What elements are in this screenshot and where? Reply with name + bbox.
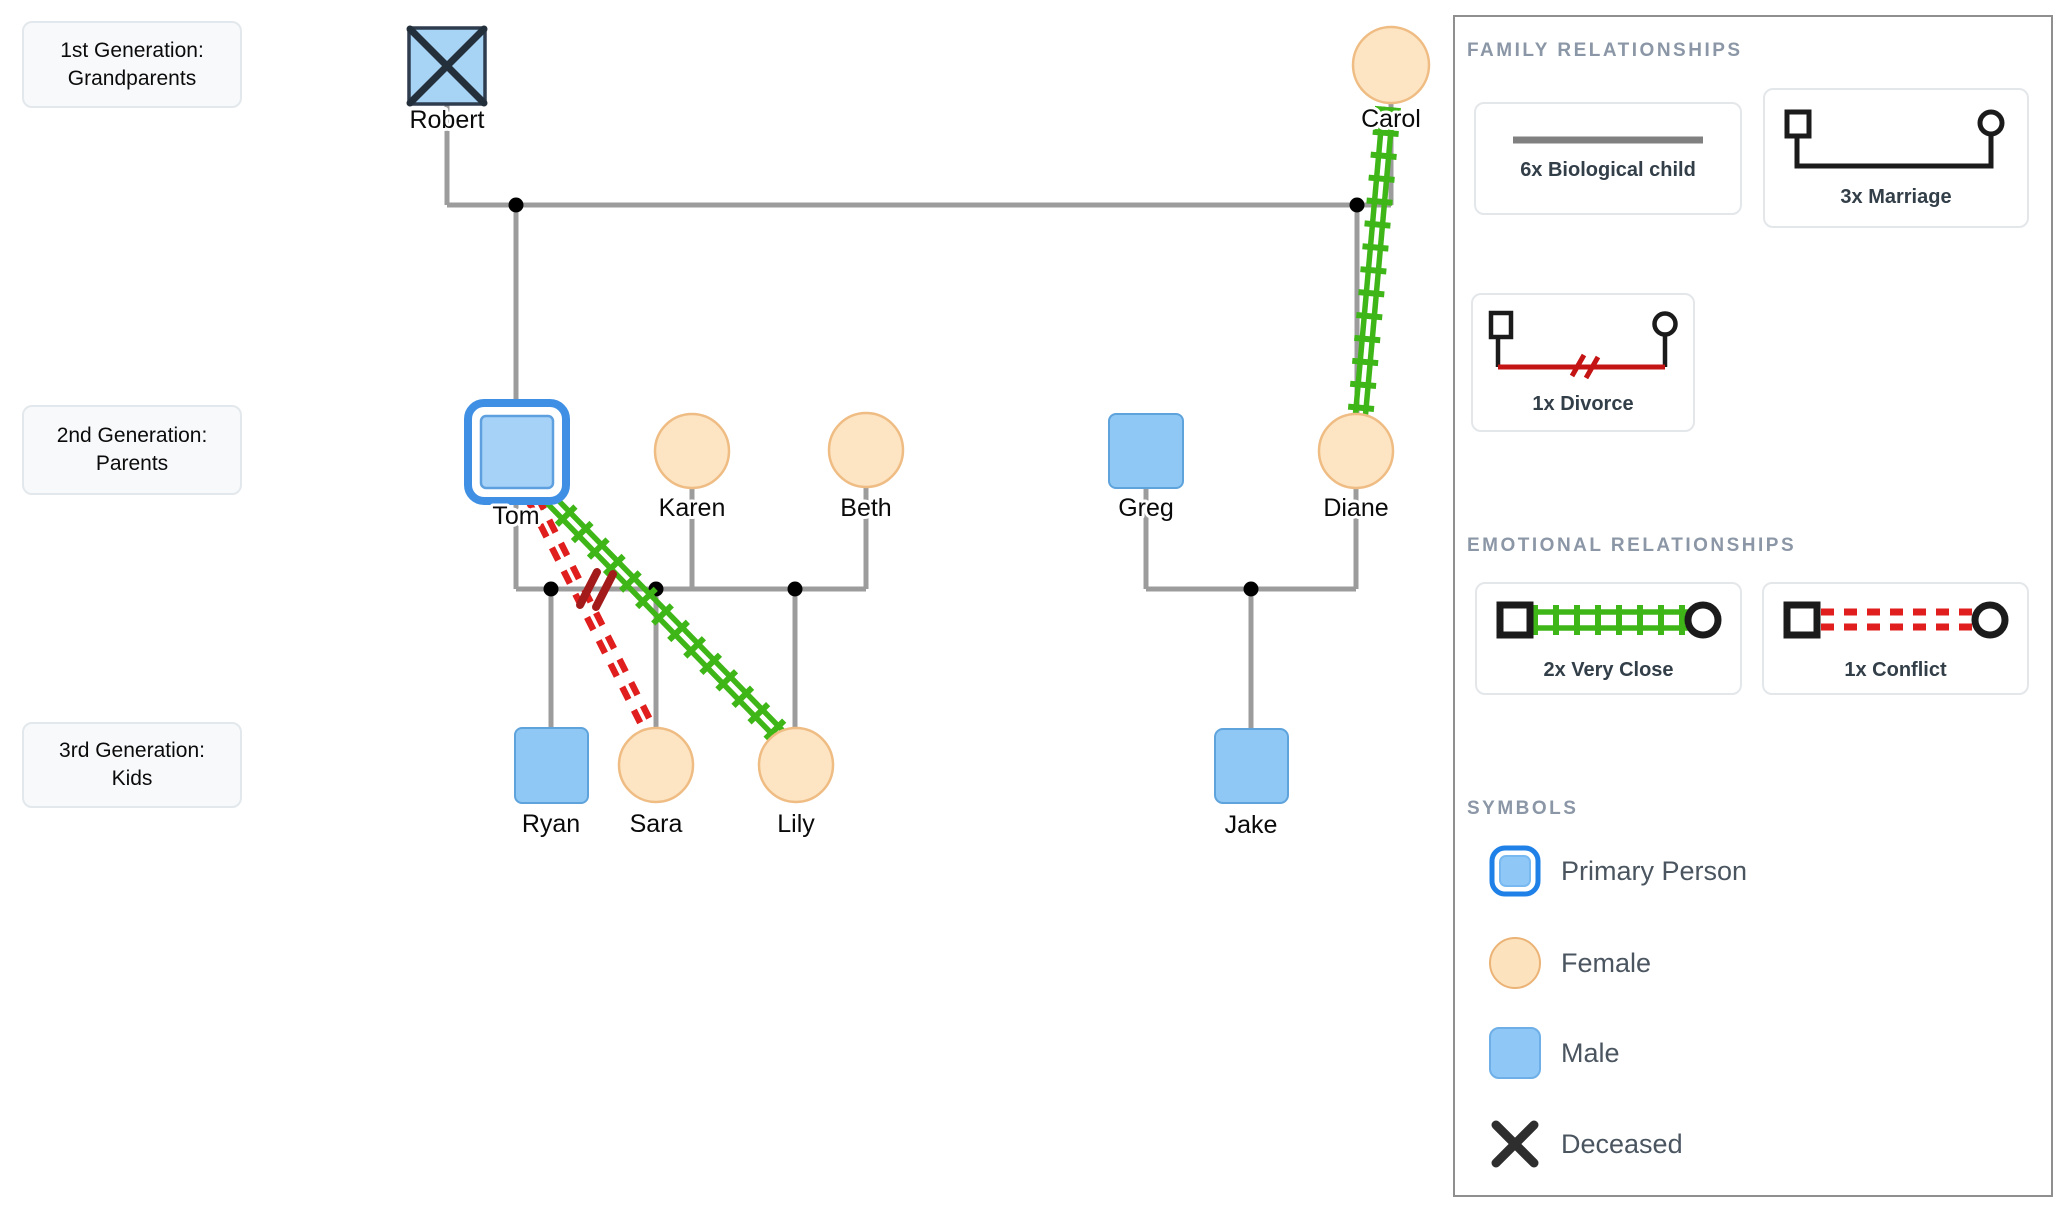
divorce-marker-tom-karen [576, 568, 617, 611]
biological-child-lines [444, 103, 1394, 730]
person-label: Beth [840, 494, 891, 522]
symbol-row-deceased: Deceased [1488, 1117, 1683, 1171]
person-node-greg[interactable] [1108, 413, 1184, 489]
conflict-line-icon [1783, 601, 2008, 639]
person-node-jake[interactable] [1214, 728, 1289, 804]
person-node-sara[interactable] [617, 726, 695, 804]
person-label: Karen [659, 494, 726, 522]
person-node-beth[interactable] [827, 411, 905, 489]
symbol-label: Deceased [1561, 1128, 1683, 1159]
person-node-diane[interactable] [1317, 412, 1395, 490]
marriage-line-icon [1784, 109, 2005, 168]
generation-label-line: 1st Generation: [60, 38, 204, 62]
symbol-row-male: Male [1488, 1026, 1620, 1080]
legend-card-conflict: 1x Conflict [1762, 582, 2029, 695]
person-label: Diane [1323, 494, 1388, 522]
very-close-line-tom-lily [538, 487, 792, 747]
person-node-lily[interactable] [757, 726, 835, 804]
generation-label-line: Grandparents [67, 66, 197, 90]
person-label: Tom [492, 502, 539, 530]
person-label: Carol [1361, 105, 1421, 133]
symbol-label: Female [1561, 947, 1652, 978]
legend-card-label: 2x Very Close [1543, 659, 1674, 681]
symbol-row-primary-person: Primary Person [1488, 844, 1747, 898]
person-node-tom[interactable] [464, 399, 570, 505]
generation-label-line: 3rd Generation: [59, 739, 205, 763]
generation-label-3: 3rd Generation: Kids [22, 722, 242, 808]
legend-card-marriage: 3x Marriage [1763, 88, 2029, 228]
legend-card-very-close: 2x Very Close [1475, 582, 1742, 695]
legend-card-biological-child: 6x Biological child [1474, 102, 1742, 215]
legend-panel: FAMILY RELATIONSHIPS 6x Biological child… [1453, 15, 2053, 1197]
generation-label-line: Parents [95, 452, 169, 475]
person-label: Sara [630, 810, 683, 838]
legend-card-label: 6x Biological child [1520, 159, 1696, 181]
person-label: Ryan [522, 810, 580, 838]
junction-dots [508, 197, 1365, 597]
male-icon [1489, 1027, 1541, 1079]
person-node-karen[interactable] [653, 412, 731, 490]
generation-label-line: Kids [111, 767, 153, 790]
deceased-x-icon [406, 25, 488, 107]
generation-label-2: 2nd Generation: Parents [22, 405, 242, 495]
generation-label-1: 1st Generation: Grandparents [22, 21, 242, 108]
very-close-line-carol-diane [1347, 105, 1401, 422]
person-node-robert[interactable] [406, 25, 488, 107]
person-label: Jake [1225, 811, 1278, 839]
emotional-relationships-header: EMOTIONAL RELATIONSHIPS [1467, 535, 1797, 556]
person-label: Robert [409, 106, 484, 134]
female-icon [1489, 937, 1541, 989]
legend-card-divorce: 1x Divorce [1471, 293, 1695, 432]
person-node-carol[interactable] [1351, 25, 1431, 105]
conflict-line-tom-sara [525, 495, 656, 731]
symbol-row-female: Female [1488, 936, 1651, 990]
symbol-label: Male [1561, 1037, 1620, 1068]
biological-child-line-icon [1513, 136, 1703, 144]
primary-person-icon [1489, 845, 1541, 897]
person-label: Greg [1118, 494, 1174, 522]
symbol-label: Primary Person [1561, 855, 1748, 886]
legend-card-label: 1x Divorce [1532, 393, 1634, 415]
very-close-line-icon [1496, 601, 1721, 639]
family-relationships-header: FAMILY RELATIONSHIPS [1467, 40, 1743, 61]
legend-card-label: 3x Marriage [1840, 185, 1952, 208]
deceased-icon [1491, 1120, 1539, 1168]
generation-label-line: 2nd Generation: [56, 424, 208, 448]
person-label: Lily [777, 810, 815, 838]
person-node-ryan[interactable] [514, 727, 589, 804]
divorce-line-icon [1488, 310, 1678, 379]
legend-card-label: 1x Conflict [1844, 659, 1947, 681]
symbols-header: SYMBOLS [1467, 798, 1579, 819]
